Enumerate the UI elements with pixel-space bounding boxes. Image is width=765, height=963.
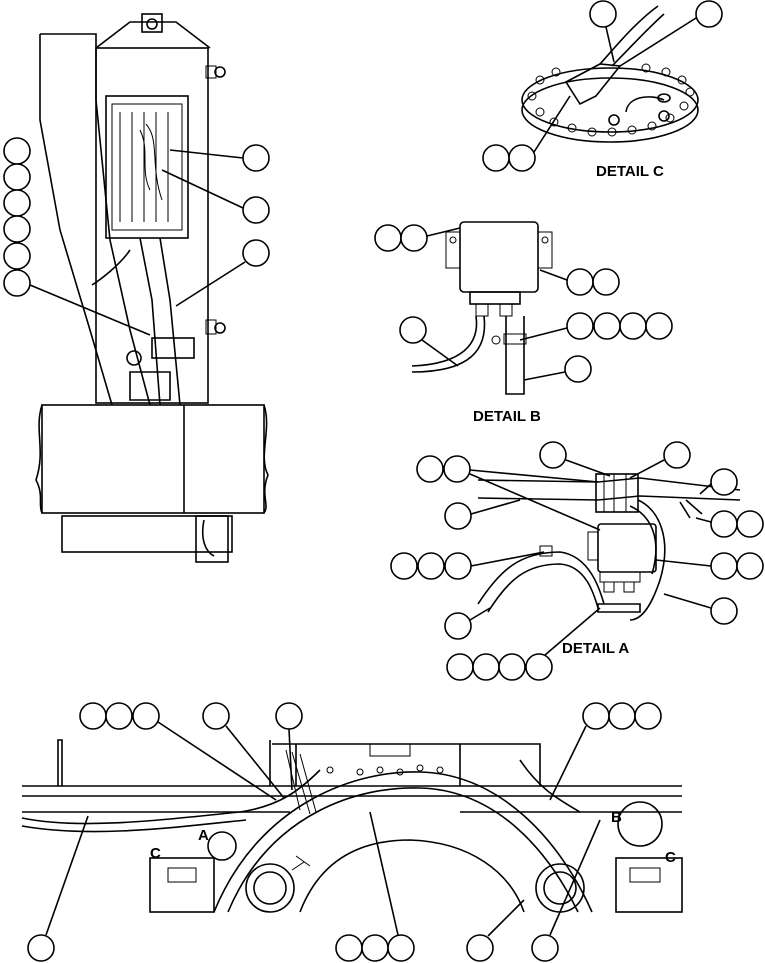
left-callout-balloons [3, 137, 270, 336]
detail-c-label: DETAIL C [596, 163, 664, 180]
view-marker-c-left: C [150, 845, 161, 862]
detail-b-balloons [374, 224, 673, 383]
detail-a-balloons [390, 441, 764, 681]
bottom-frame-view [21, 739, 683, 913]
detail-c-drawing [521, 5, 699, 143]
bottom-callout-balloons [27, 702, 662, 962]
detail-b-drawing [411, 221, 553, 395]
view-marker-b: B [611, 809, 622, 826]
detail-a-label: DETAIL A [562, 640, 629, 657]
view-marker-a: A [198, 827, 209, 844]
detail-c-balloons [482, 0, 723, 172]
view-marker-c-right: C [665, 849, 676, 866]
detail-a-drawing [477, 473, 741, 621]
main-panel-assembly [35, 13, 269, 563]
detail-b-label: DETAIL B [473, 408, 541, 425]
